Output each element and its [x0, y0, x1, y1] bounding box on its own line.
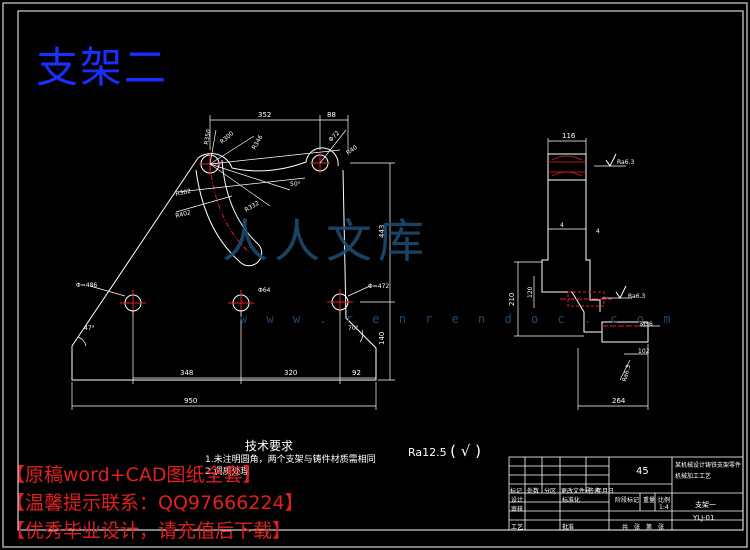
- tb-sheet-label: 张: [658, 524, 665, 531]
- dim-m56: M56: [640, 321, 653, 328]
- dim-r40: R40: [345, 144, 359, 157]
- side-top-section: [547, 153, 587, 181]
- dim-352: 352: [258, 111, 271, 119]
- title-block: [508, 456, 744, 531]
- dim-phi72: Φ72: [327, 130, 341, 144]
- dim-320: 320: [284, 369, 297, 377]
- roughness-paren: ( √ ): [450, 442, 481, 460]
- dim-88: 88: [327, 111, 336, 119]
- watermark-url: w w w . r e n r e n d o c . c o m: [240, 312, 677, 326]
- dim-4a: 4: [560, 222, 564, 229]
- dim-92: 92: [352, 369, 361, 377]
- general-roughness: Ra12.5 ( √ ): [408, 442, 481, 460]
- tb-header: 更改文件号: [561, 488, 592, 495]
- tb-sheet-label: 第: [646, 524, 653, 531]
- promo-line-2: 【温馨提示联系：QQ97666224】: [6, 492, 304, 514]
- tb-row-label: 设计: [511, 497, 524, 504]
- inner-frame: [17, 10, 744, 531]
- tb-header: 签名: [588, 488, 601, 495]
- watermark-logo: 人人文库: [222, 214, 430, 268]
- tb-sheet-label: 共: [622, 524, 629, 531]
- dim-120: 120: [527, 286, 534, 298]
- ra-symbol-a: [605, 153, 617, 167]
- tb-std-label: 标准化: [562, 497, 581, 504]
- body-outline-right: [71, 169, 377, 381]
- side-view-dims: 116 4 4 210 120 102 264 M56 Ra6.3 Ra6.3 …: [508, 132, 653, 405]
- tb-drawing-no: YLJ-01: [693, 514, 715, 522]
- tb-sheet-label: 张: [634, 524, 641, 531]
- dim-102: 102: [638, 348, 650, 355]
- dim-r300: R300: [219, 130, 236, 146]
- note-line: 2.调质处理: [205, 467, 250, 477]
- tb-row-label: 工艺: [511, 524, 524, 531]
- tb-header: 分区: [544, 488, 557, 495]
- angle-arc-left: [77, 336, 87, 347]
- dimension-lines: [71, 115, 395, 410]
- tb-design-title-2: 机械加工工艺: [675, 473, 712, 480]
- arc-slot: [195, 159, 263, 267]
- tb-design-title-1: 某机械设计铸铁支架零件: [675, 462, 742, 469]
- radius-leaders: [89, 129, 371, 297]
- technical-requirements-heading: 技术要求: [245, 439, 294, 453]
- dim-348: 348: [180, 369, 193, 377]
- dim-210: 210: [508, 293, 516, 306]
- angle-47: 47°: [84, 325, 95, 332]
- note-line: 1.未注明圆角，两个支架与铸件材质需相同: [205, 455, 376, 465]
- dim-140: 140: [378, 332, 386, 345]
- side-dim-lines: [514, 138, 660, 410]
- tb-material: 45: [636, 466, 649, 477]
- promo-line-1: 【原稿word+CAD图纸全套】: [6, 464, 262, 486]
- tb-scale-label: 比例: [658, 497, 671, 504]
- side-profile-right: [585, 180, 601, 312]
- ra-63-mid: Ra6.3: [628, 293, 645, 300]
- dim-r302: R302: [175, 188, 192, 198]
- ra-63-low: Ra6.3: [621, 364, 632, 383]
- tb-part-name: 支架一: [695, 501, 716, 509]
- body-outline-left: [71, 157, 199, 347]
- dim-phi472: Φ=472: [368, 283, 389, 290]
- promo-line-3: 【优秀毕业设计，请充值后下载】: [6, 520, 292, 542]
- roughness-symbol: Ra12.5: [408, 446, 447, 459]
- ra-63-top: Ra6.3: [617, 159, 634, 166]
- dim-4b: 4: [596, 228, 600, 235]
- dim-phi64: Φ64: [258, 287, 271, 294]
- dim-264: 264: [612, 397, 626, 405]
- angle-70: 70°: [348, 325, 359, 332]
- dim-950: 950: [184, 397, 197, 405]
- top-arc-edge: [197, 147, 339, 172]
- tb-scale-value: 1:4: [659, 504, 669, 511]
- ra-symbol-b: [615, 285, 627, 299]
- tb-header: 标记: [510, 488, 523, 495]
- angle-arc-right: [359, 329, 364, 343]
- tb-row-label: 审核: [511, 506, 524, 513]
- side-view: [514, 138, 660, 410]
- dim-r402: R402: [175, 209, 192, 220]
- angle-50: 50°: [290, 181, 301, 188]
- dim-443: 443: [378, 225, 386, 238]
- side-top-hatch: [548, 155, 586, 177]
- tb-header: 年月日: [596, 488, 615, 495]
- technical-requirements: 技术要求 1.未注明圆角，两个支架与铸件材质需相同 2.调质处理: [205, 440, 376, 478]
- front-view: [71, 115, 395, 410]
- tb-weight-label: 重量: [643, 497, 656, 504]
- tb-approve-label: 批准: [562, 524, 575, 531]
- side-boss: [601, 321, 649, 343]
- dim-phi486: Φ=486: [76, 282, 97, 289]
- arc-slot-centerline: [209, 164, 250, 253]
- dim-r350: R350: [203, 129, 213, 146]
- side-profile-left: [541, 180, 602, 333]
- tb-stage-label: 阶段标记: [615, 497, 640, 504]
- tb-header: 处数: [527, 488, 540, 495]
- dim-116: 116: [562, 132, 576, 140]
- drawing-title: 支架二: [36, 43, 169, 92]
